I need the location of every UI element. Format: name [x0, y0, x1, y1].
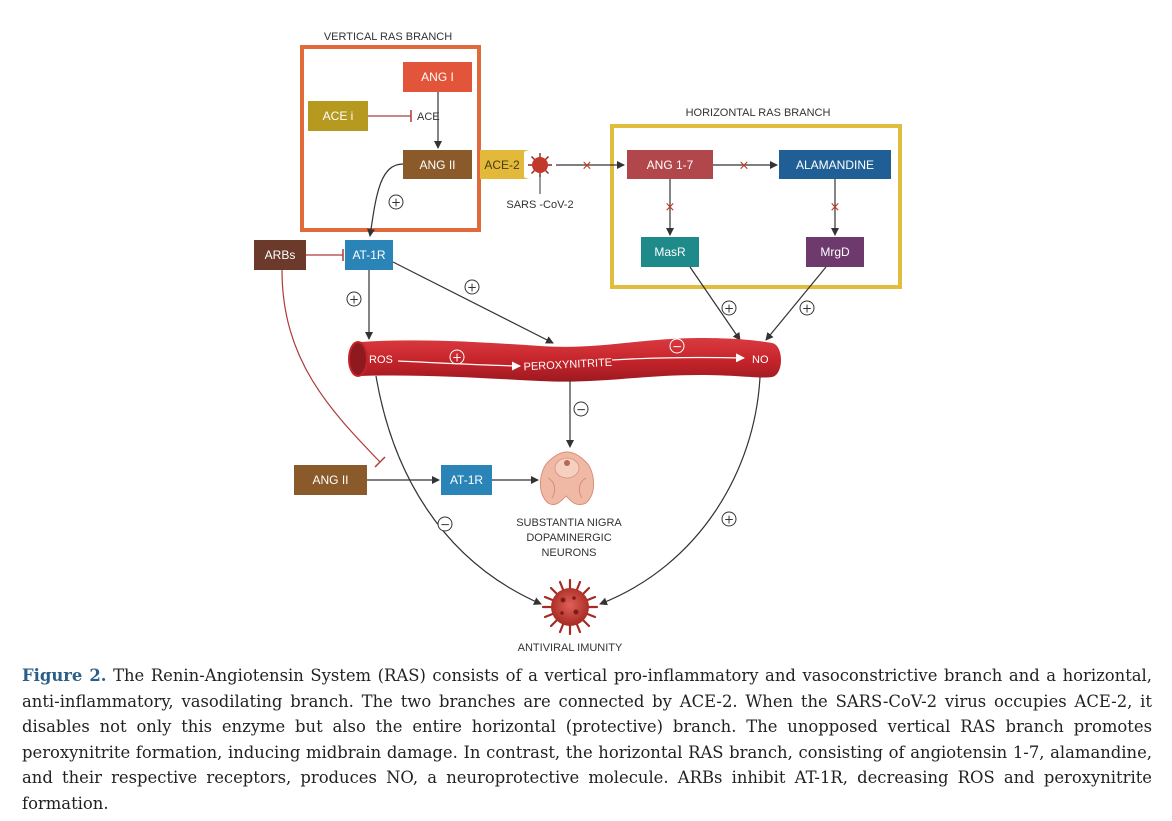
- alamandine-label: ALAMANDINE: [796, 158, 874, 172]
- svg-text:+: +: [724, 513, 734, 527]
- ang17-box: [627, 150, 713, 179]
- arbs-box: [254, 240, 306, 270]
- neurons-label-line1: SUBSTANTIA NIGRA: [516, 517, 622, 529]
- no-label: NO: [752, 354, 769, 366]
- svg-text:+: +: [467, 281, 477, 295]
- sarscov2-virus-icon: [528, 153, 552, 177]
- vessel-flow-line-2: [611, 353, 745, 363]
- masr-label: MasR: [654, 245, 686, 259]
- vertical-branch-frame: [300, 45, 481, 232]
- neurons-label-line3: NEURONS: [541, 547, 596, 559]
- neurons-label-line2: DOPAMINERGIC: [526, 532, 611, 544]
- svg-text:−: −: [440, 518, 450, 532]
- minus-sign-peroxynitrite-neurons: −: [573, 401, 589, 417]
- alamandine-box: [779, 150, 891, 179]
- arbs-label: ARBs: [265, 248, 296, 262]
- mrgd-label: MrgD: [820, 245, 850, 259]
- vessel-opening: [348, 341, 368, 377]
- plus-sign-mrgd-no: +: [799, 300, 815, 316]
- ang1-label: ANG I: [421, 70, 454, 84]
- at1r-top-label: AT-1R: [352, 248, 385, 262]
- masr-box: [641, 237, 699, 267]
- vessel-flow-line: [397, 360, 521, 371]
- ang2-bottom-label: ANG II: [312, 473, 348, 487]
- no-to-antiviral-arrow: [599, 376, 761, 606]
- plus-sign-no-antiviral: +: [721, 511, 737, 527]
- vertical-branch-title: VERTICAL RAS BRANCH: [324, 31, 452, 43]
- ras-diagram: VERTICAL RAS BRANCH HORIZONTAL RAS BRANC…: [254, 31, 902, 654]
- antiviral-label: ANTIVIRAL IMUNITY: [518, 642, 623, 654]
- block-mark-ace2: ×: [582, 159, 593, 174]
- ace-label: ACE: [417, 111, 440, 123]
- ang2-to-at1r-arrow: [367, 163, 404, 237]
- figure-label: Figure 2.: [22, 666, 107, 685]
- block-mark-masr: ×: [665, 200, 676, 215]
- svg-text:+: +: [452, 351, 462, 365]
- ang2-bottom-box: [294, 465, 367, 495]
- at1r-bottom-label: AT-1R: [450, 473, 483, 487]
- ang2-top-box: [403, 150, 472, 179]
- block-mark-mrgd: ×: [830, 200, 841, 215]
- antiviral-virus-icon: [541, 578, 599, 636]
- acei-label: ACE i: [323, 109, 354, 123]
- arbs-inhibit-bottom-line: [281, 269, 381, 463]
- svg-text:+: +: [391, 196, 401, 210]
- plus-sign-ang2-at1r: +: [388, 194, 404, 210]
- ros-to-antiviral-arrow: [375, 375, 542, 605]
- svg-text:−: −: [576, 403, 586, 417]
- mrgd-box: [806, 237, 864, 267]
- svg-text:−: −: [672, 340, 682, 354]
- svg-text:+: +: [349, 293, 359, 307]
- arbs-inhibit-bottom-bar: [374, 456, 386, 468]
- figure-caption: Figure 2. The Renin-Angiotensin System (…: [22, 663, 1152, 817]
- blood-vessel: [360, 338, 781, 382]
- at1r-bottom-box: [441, 465, 492, 495]
- horizontal-branch-title: HORIZONTAL RAS BRANCH: [686, 107, 831, 119]
- block-mark-ang17: ×: [739, 159, 750, 174]
- minus-sign-vessel: −: [669, 338, 685, 354]
- mrgd-to-no-arrow: [765, 266, 827, 341]
- midbrain-icon: [540, 451, 594, 506]
- figure-caption-text: The Renin-Angiotensin System (RAS) consi…: [22, 666, 1153, 813]
- at1r-top-box: [345, 240, 393, 270]
- plus-sign-vessel: +: [449, 349, 465, 365]
- sarscov2-label: SARS -CoV-2: [506, 199, 573, 211]
- ang1-box: [403, 62, 472, 92]
- minus-sign-ros-antiviral: −: [437, 516, 453, 532]
- svg-text:+: +: [802, 302, 812, 316]
- ang17-label: ANG 1-7: [647, 158, 694, 172]
- at1r-to-peroxynitrite-arrow: [392, 261, 554, 344]
- plus-sign-at1r-peroxynitrite: +: [464, 279, 480, 295]
- peroxynitrite-label: PEROXYNITRITE: [523, 357, 612, 374]
- ros-label: ROS: [369, 354, 393, 366]
- ang2-top-label: ANG II: [419, 158, 455, 172]
- masr-to-no-arrow: [689, 266, 741, 341]
- svg-text:+: +: [724, 302, 734, 316]
- acei-box: [308, 101, 368, 131]
- plus-sign-masr-no: +: [721, 300, 737, 316]
- ace2-label: ACE-2: [484, 158, 520, 172]
- plus-sign-at1r-ros: +: [346, 291, 362, 307]
- horizontal-branch-frame: [610, 124, 902, 289]
- ace2-clamp: [516, 150, 531, 179]
